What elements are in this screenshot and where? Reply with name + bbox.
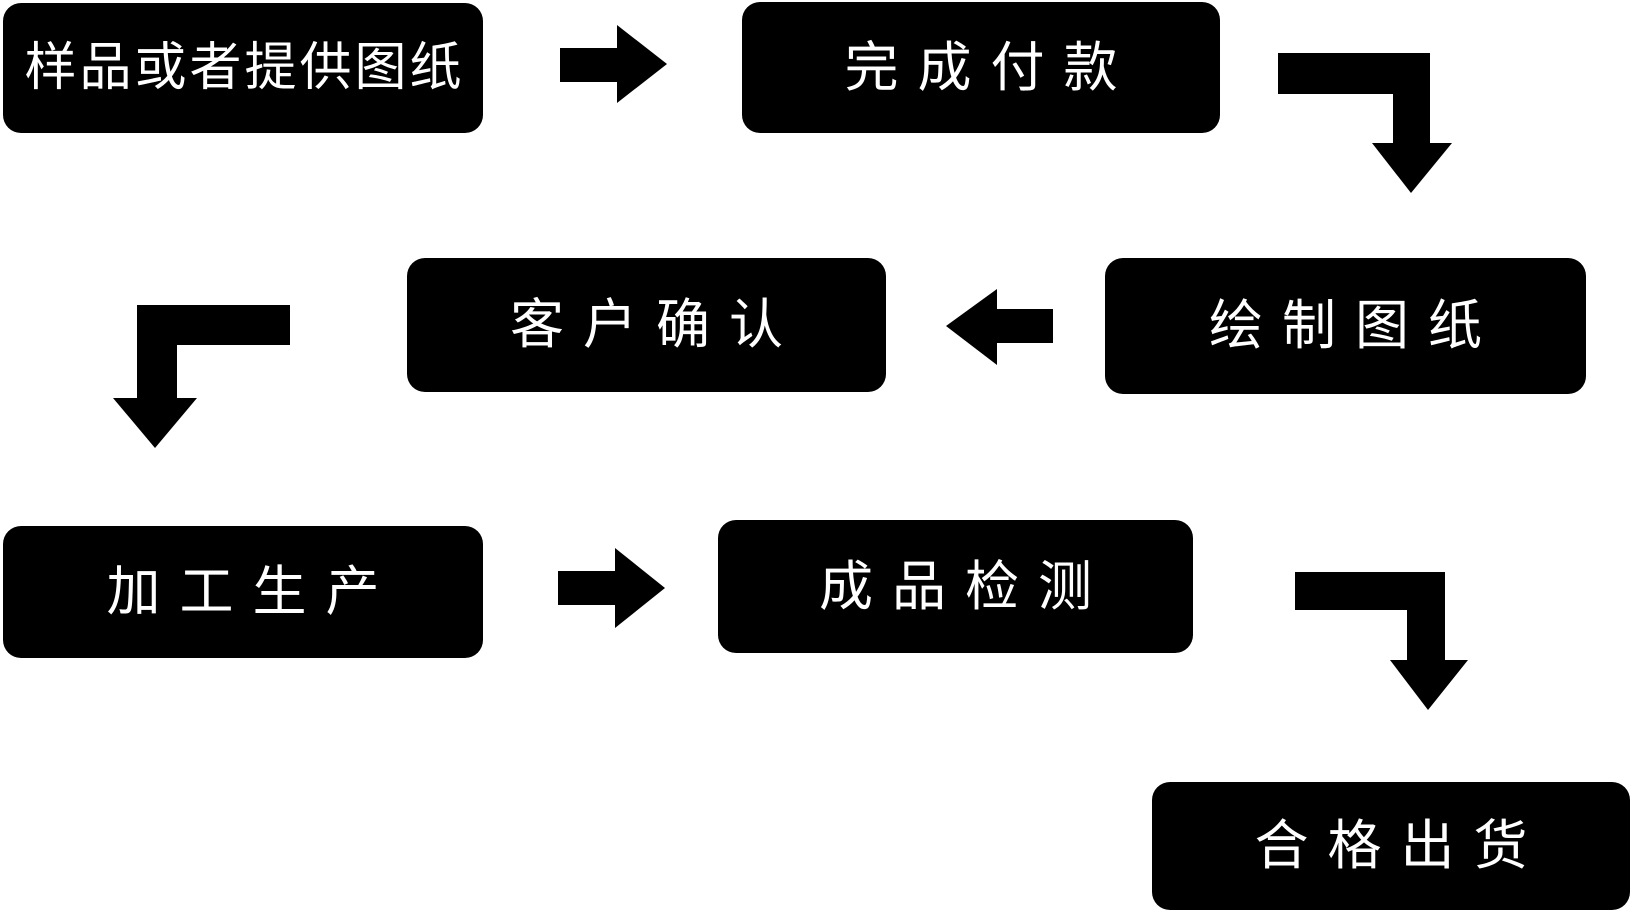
- arrow-drawing-to-confirmation-icon: [946, 289, 1053, 365]
- node-finished-product-inspection: 成品检测: [718, 520, 1193, 653]
- arrow-confirmation-to-production-icon: [113, 305, 290, 448]
- node-processing-production: 加工生产: [3, 526, 483, 658]
- arrow-production-to-inspection-icon: [558, 548, 665, 628]
- node-sample-or-drawings: 样品或者提供图纸: [3, 3, 483, 133]
- node-customer-confirmation-label: 客户确认: [510, 295, 802, 355]
- node-finished-product-inspection-label: 成品检测: [819, 556, 1111, 617]
- node-qualified-shipment-label: 合格出货: [1254, 816, 1547, 876]
- node-complete-payment-label: 完成付款: [844, 37, 1137, 98]
- arrow-inspection-to-shipment-icon: [1295, 572, 1468, 710]
- node-processing-production-label: 加工生产: [106, 562, 399, 622]
- node-customer-confirmation: 客户确认: [407, 258, 886, 392]
- node-draw-drawings-label: 绘制图纸: [1209, 296, 1501, 356]
- node-complete-payment: 完成付款: [742, 2, 1220, 133]
- node-sample-or-drawings-label: 样品或者提供图纸: [24, 39, 465, 97]
- arrow-payment-to-drawing-icon: [1278, 53, 1452, 193]
- node-draw-drawings: 绘制图纸: [1105, 258, 1586, 394]
- node-qualified-shipment: 合格出货: [1152, 782, 1630, 910]
- arrow-sample-to-payment-icon: [560, 25, 667, 103]
